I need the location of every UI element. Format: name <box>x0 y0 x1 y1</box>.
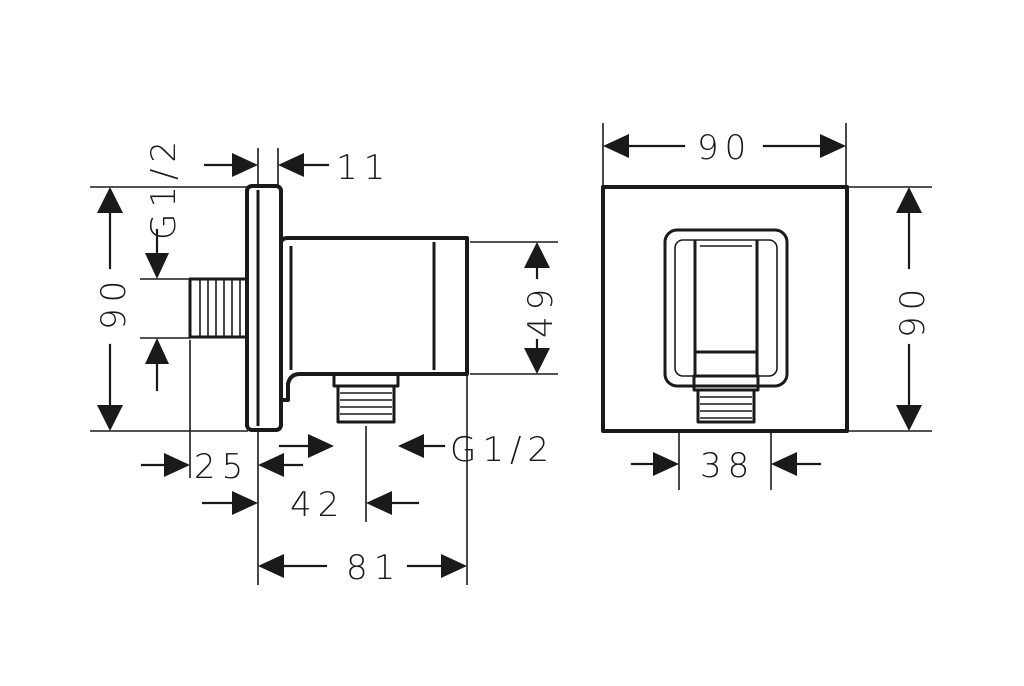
label-height-right: 90 <box>893 283 933 338</box>
bottom-thread-hatching <box>340 392 392 415</box>
label-thread-bottom: G1/2 <box>450 430 555 470</box>
label-depth: 81 <box>346 548 401 588</box>
label-offset-25: 25 <box>194 447 249 487</box>
label-width-top: 90 <box>697 128 752 168</box>
rear-thread-hatching <box>199 280 241 336</box>
label-thread-top: G1/2 <box>144 135 184 240</box>
label-outlet-width: 38 <box>700 446 755 486</box>
front-thread-hatching <box>700 396 752 419</box>
label-body-height: 49 <box>521 283 561 338</box>
label-offset-42: 42 <box>290 485 345 525</box>
label-height-left: 90 <box>94 275 134 330</box>
label-flange-thickness: 11 <box>336 148 391 188</box>
side-view: G1/2 11 90 49 25 42 <box>90 135 561 588</box>
front-view: 90 90 38 <box>601 123 933 490</box>
